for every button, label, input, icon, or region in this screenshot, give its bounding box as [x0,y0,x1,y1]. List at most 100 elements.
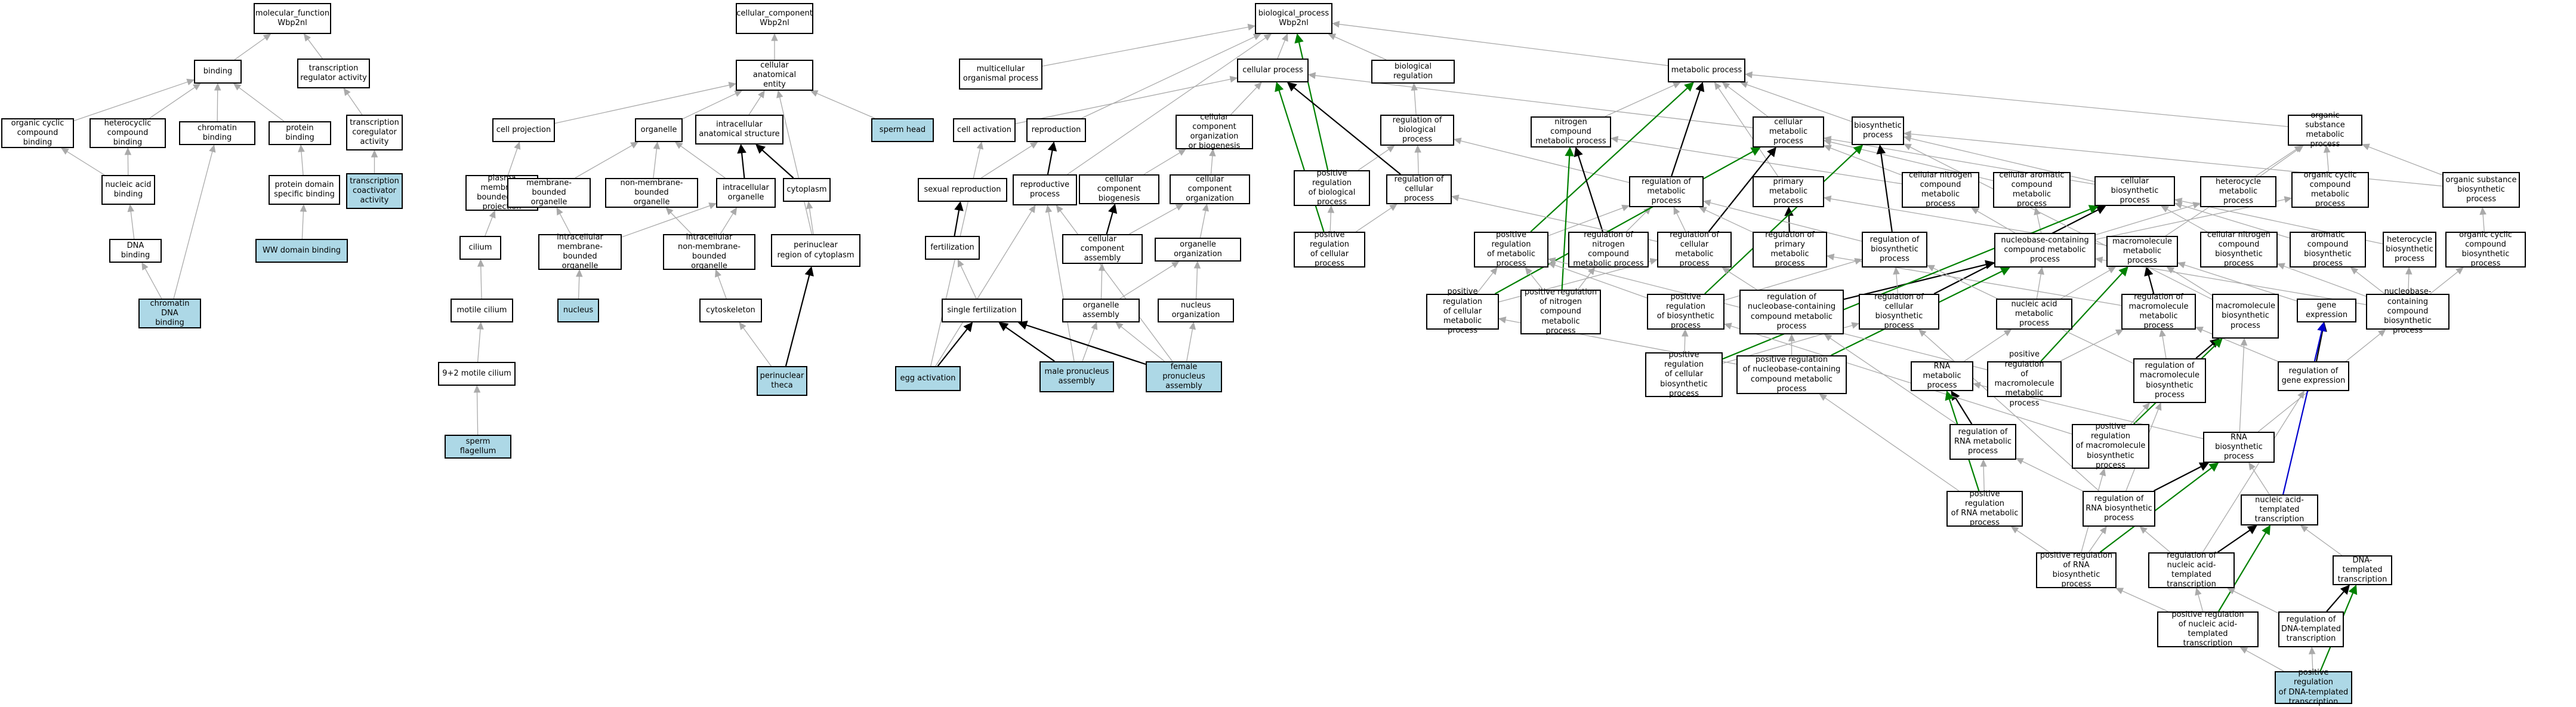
go-term-organelle: organelle [635,118,683,142]
go-term-pos-reg-nit-met: positive regulation of nitrogen compound… [1520,290,1601,334]
go-term-trans-coact: transcription coactivator activity [346,173,403,209]
go-term-pos-reg-nat: positive regulation of nucleic acid-temp… [2157,611,2259,647]
go-term-prot-dom-bind: protein domain specific binding [269,175,340,205]
go-term-pos-reg-macro-biosyn: positive regulation of macromolecule bio… [2072,424,2149,469]
go-term-gene-expr: gene expression [2297,299,2356,322]
go-term-nmbo: non-membrane-bounded organelle [605,178,698,208]
go-term-cell-nit-biosyn: cellular nitrogen compound biosynthetic … [2200,232,2278,268]
go-term-pos-reg-nbcm: positive regulation of nucleobase-contai… [1736,355,1847,394]
go-term-nbcm: nucleobase-containing compound metabolic… [1994,233,2096,268]
go-term-chrom-bind: chromatin binding [179,121,255,145]
go-term-cell-arom-met: cellular aromatic compound metabolic pro… [1993,172,2071,208]
go-term-macro-met: macromolecule metabolic process [2106,236,2178,267]
go-term-egg-act: egg activation [895,366,961,391]
go-term-pos-reg-cell-biosyn: positive regulation of cellular biosynth… [1645,352,1723,397]
go-term-macro-biosyn: macromolecule biosynthetic process [2212,294,2279,339]
go-term-cc: cellular_component Wbp2nl [736,3,813,34]
go-term-motile-cilium: motile cilium [451,299,513,322]
go-term-reg-prim-met: regulation of primary metabolic process [1753,232,1827,268]
go-term-multi-org: multicellular organismal process [959,59,1042,90]
go-term-reg-cell: regulation of cellular process [1386,174,1452,204]
go-term-cell-met: cellular metabolic process [1753,116,1824,147]
go-term-bp: biological_process Wbp2nl [1255,3,1332,34]
go-term-nuc-acid-met: nucleic acid metabolic process [1996,299,2072,330]
go-term-pos-reg-cell-met: positive regulation of cellular metaboli… [1426,294,1499,330]
go-term-sperm-head: sperm head [871,118,934,142]
go-term-org-cyc-met: organic cyclic compound metabolic proces… [2291,172,2369,208]
go-term-cc-assembly: cellular component assembly [1062,234,1143,264]
go-term-cae: cellular anatomical entity [736,60,813,91]
go-term-org-org: organelle organization [1155,238,1241,262]
go-term-ww-bind: WW domain binding [255,239,348,263]
go-term-nbc-biosyn: nucleobase-containing compound biosynthe… [2366,294,2449,330]
go-term-mbo: membrane-bounded organelle [507,178,591,208]
go-term-cell-proc: cellular process [1237,59,1309,82]
go-term-chrom-dna-bind: chromatin DNA binding [138,299,201,328]
go-term-perinuc-reg: perinuclear region of cytoplasm [771,234,860,267]
go-term-fert: fertilization [925,236,980,260]
go-term-reg-gene-expr: regulation of gene expression [2278,361,2349,391]
go-term-cell-nit-met: cellular nitrogen compound metabolic pro… [1902,172,1979,208]
go-term-dna-trans: DNA-templated transcription [2333,555,2392,585]
go-term-cell-biosyn: cellular biosynthetic process [2094,176,2175,206]
go-term-rna-biosyn: RNA biosynthetic process [2203,432,2275,463]
go-term-nuc-acid-bind: nucleic acid binding [101,175,155,205]
go-term-cc-biogen: cellular component biogenesis [1079,174,1159,204]
go-term-reproduction: reproduction [1026,118,1086,142]
go-term-reg-rna-met: regulation of RNA metabolic process [1949,424,2016,460]
go-term-org-cyc-bind: organic cyclic compound binding [1,118,74,148]
go-term-org-assembly: organelle assembly [1062,299,1140,322]
go-term-trans-coreg: transcription coregulator activity [346,115,403,150]
go-term-met-proc: metabolic process [1668,59,1745,82]
go-term-reg-nbcm: regulation of nucleobase-containing comp… [1739,290,1844,334]
go-term-trans-reg: transcription regulator activity [297,59,370,88]
go-term-reg-macro-met: regulation of macromolecule metabolic pr… [2121,294,2196,330]
go-term-male-pron: male pronucleus assembly [1039,361,1114,392]
go-term-prim-met: primary metabolic process [1753,176,1824,207]
go-term-cc-org: cellular component organization [1170,174,1250,204]
go-term-sperm-flag: sperm flagellum [445,435,511,459]
go-term-ninetwo: 9+2 motile cilium [438,362,516,386]
go-term-cell-act: cell activation [953,118,1016,142]
go-term-repro-proc: reproductive process [1013,174,1077,205]
go-term-nucleus: nucleus [557,299,599,322]
go-term-bio-reg: biological regulation [1371,60,1455,84]
go-term-pos-reg-cell: positive regulation of cellular process [1294,232,1365,268]
go-term-dna-bind: DNA binding [109,239,162,263]
go-term-reg-dna-trans: regulation of DNA-templated transcriptio… [2278,611,2344,647]
go-term-io: intracellular organelle [716,178,776,208]
go-term-arom-biosyn: aromatic compound biosynthetic process [2290,232,2366,268]
go-term-cell-proj: cell projection [492,118,555,142]
go-term-reg-cell-met: regulation of cellular metabolic process [1657,232,1732,268]
go-term-imbo: intracellular membrane-bounded organelle [538,234,622,270]
go-term-pos-reg-bio: positive regulation of biological proces… [1294,170,1370,206]
go-term-pos-reg-rna-met: positive regulation of RNA metabolic pro… [1946,491,2023,527]
go-term-perinuc-theca: perinuclear theca [757,366,807,396]
go-term-female-pron: female pronucleus assembly [1146,361,1222,392]
go-term-inmbo: intracellular non-membrane-bounded organ… [663,234,755,270]
go-term-reg-biosyn: regulation of biosynthetic process [1862,232,1927,268]
go-term-cytoskeleton: cytoskeleton [699,299,762,322]
go-term-reg-rna-biosyn: regulation of RNA biosynthetic process [2083,491,2155,527]
go-term-pos-reg-rna-biosyn: positive regulation of RNA biosynthetic … [2036,552,2117,588]
go-term-reg-nat: regulation of nucleic acid-templated tra… [2148,552,2235,588]
go-term-mf: molecular_function Wbp2nl [254,3,331,34]
go-term-reg-cell-biosyn: regulation of cellular biosynthetic proc… [1859,294,1939,330]
go-term-reg-nit-met: regulation of nitrogen compound metaboli… [1568,232,1649,268]
go-term-org-sub-met: organic substance metabolic process [2288,115,2362,146]
go-term-pos-reg-macro-met: positive regulation of macromolecule met… [1987,361,2062,397]
go-term-binding: binding [194,60,242,84]
go-term-het-met: heterocycle metabolic process [2200,176,2276,207]
go-term-cilium: cilium [459,236,501,260]
go-term-pos-reg-met: positive regulation of metabolic process [1474,232,1548,268]
go-term-prot-bind: protein binding [269,121,331,145]
go-term-single-fert: single fertilization [942,299,1022,322]
go-term-nuc-org: nucleus organization [1158,299,1234,322]
go-term-pos-reg-biosyn: positive regulation of biosynthetic proc… [1647,294,1724,330]
go-term-ccob: cellular component organization or bioge… [1176,115,1253,149]
go-term-pos-reg-dna-trans: positive regulation of DNA-templated tra… [2275,671,2352,704]
go-term-nat: nucleic acid-templated transcription [2241,494,2318,525]
go-term-org-sub-biosyn: organic substance biosynthetic process [2442,172,2520,208]
go-term-rna-met: RNA metabolic process [1911,361,1973,391]
